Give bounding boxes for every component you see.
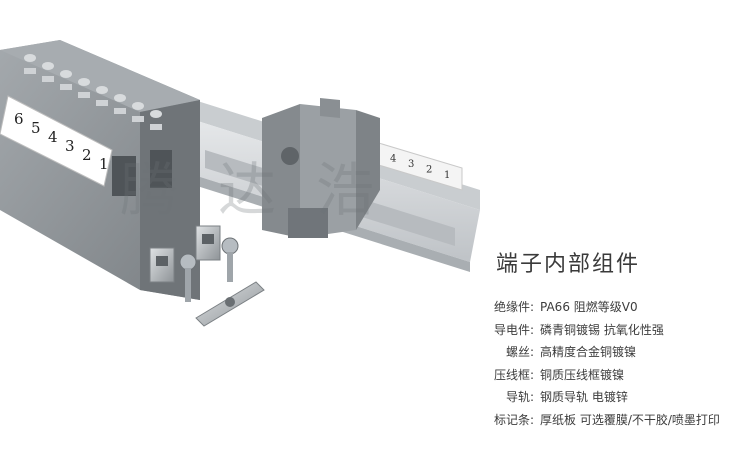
spec-list: 绝缘件: PA66 阻燃等级V0 导电件: 磷青铜镀锡 抗氧化性强 螺丝: 高精… <box>470 296 745 431</box>
spec-row: 螺丝: 高精度合金铜镀镍 <box>470 341 745 364</box>
screw-access-hole <box>114 94 126 102</box>
clamp-frame <box>149 247 175 283</box>
marker-number: 3 <box>408 159 414 170</box>
marker-number: 1 <box>99 155 109 173</box>
single-terminal-housing <box>262 98 380 238</box>
marker-number: 4 <box>390 154 396 165</box>
marker-number: 4 <box>48 128 58 146</box>
spec-label: 导轨: <box>505 390 534 404</box>
spec-value: 铜质压线框镀镍 <box>540 367 625 382</box>
spec-label: 标记条: <box>493 412 534 427</box>
spec-label: 螺丝: <box>505 345 534 359</box>
spec-value: 磷青铜镀锡 抗氧化性强 <box>540 322 664 337</box>
spec-label: 导电件: <box>493 322 534 337</box>
wire-entry-slot <box>150 124 162 130</box>
spec-label: 压线框: <box>493 367 534 382</box>
section-heading: 端子内部组件 <box>496 252 641 277</box>
screw-access-hole <box>60 70 72 78</box>
wire-entry-slot <box>60 84 72 90</box>
marker-number: 2 <box>82 146 92 164</box>
screw-access-hole <box>96 86 108 94</box>
spec-row: 标记条: 厚纸板 可选覆膜/不干胶/喷墨打印 <box>470 409 745 432</box>
wire-entry-slot <box>114 108 126 114</box>
spec-label: 绝缘件: <box>493 300 534 314</box>
wire-entry-slot <box>42 76 54 82</box>
clamp-frame <box>195 225 221 261</box>
wire-entry-slot <box>132 116 144 122</box>
wire-entry-slot <box>24 68 36 74</box>
marker-number: 2 <box>426 165 432 176</box>
screw-access-hole <box>150 110 162 118</box>
screw-access-hole <box>78 78 90 86</box>
spec-row: 导电件: 磷青铜镀锡 抗氧化性强 <box>470 319 745 342</box>
screw-access-hole <box>132 102 144 110</box>
spec-row: 压线框: 铜质压线框镀镍 <box>470 364 745 387</box>
screw <box>221 237 239 282</box>
marker-number: 1 <box>444 170 450 181</box>
spec-value: 高精度合金铜镀镍 <box>540 345 637 359</box>
marker-number: 6 <box>14 110 24 128</box>
spec-value: PA66 阻燃等级V0 <box>540 300 638 314</box>
spec-value: 钢质导轨 电镀锌 <box>540 390 628 404</box>
screw-access-hole <box>42 62 54 70</box>
marker-number: 5 <box>31 119 41 137</box>
loose-components <box>149 225 265 327</box>
wire-entry-slot <box>96 100 108 106</box>
conductive-bar <box>195 281 265 327</box>
wire-entry-slot <box>78 92 90 98</box>
marker-number: 3 <box>65 137 75 155</box>
spec-value: 厚纸板 可选覆膜/不干胶/喷墨打印 <box>540 412 720 427</box>
watermark-text: 腾达浩 <box>120 156 414 224</box>
terminal-screw-hole <box>281 147 299 165</box>
spec-row: 导轨: 钢质导轨 电镀锌 <box>470 386 745 409</box>
screw-access-hole <box>24 54 36 62</box>
screw <box>179 253 197 302</box>
spec-row: 绝缘件: PA66 阻燃等级V0 <box>470 296 745 319</box>
